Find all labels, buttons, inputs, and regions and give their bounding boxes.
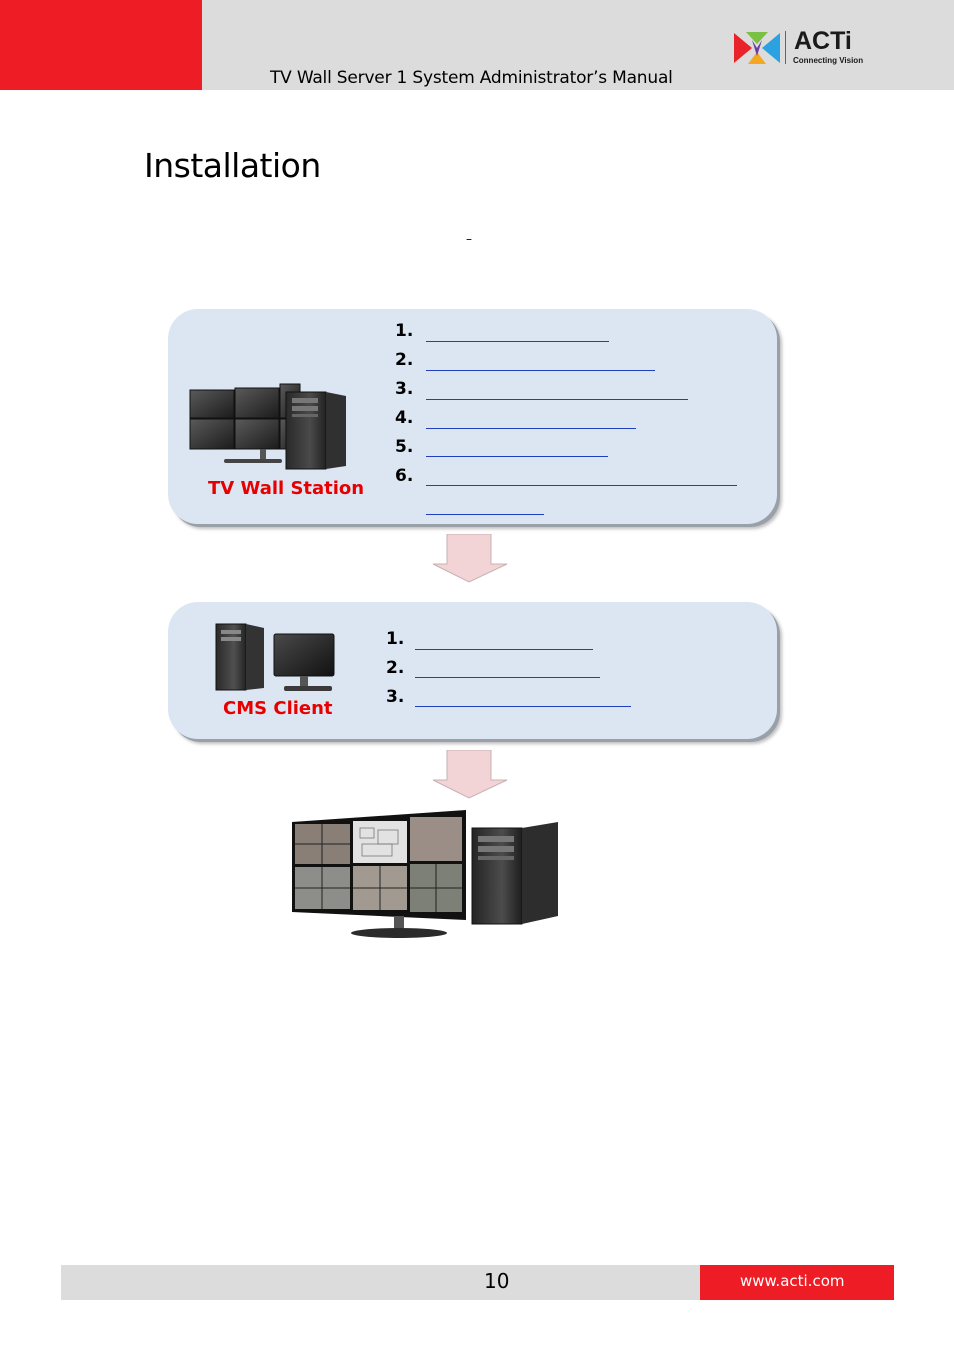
station-step-4-number: 4. — [395, 408, 414, 428]
station-step-3-number: 3. — [395, 379, 414, 399]
tv-wall-station-label: TV Wall Station — [208, 478, 365, 499]
station-step-2-link[interactable] — [426, 370, 655, 371]
page-number: 10 — [484, 1269, 510, 1293]
cms-client-image — [215, 623, 335, 691]
station-step-6-number: 6. — [395, 466, 414, 486]
client-step-1-link[interactable] — [415, 649, 593, 650]
tv-wall-result-image — [292, 810, 558, 938]
acti-logo-icon — [734, 32, 780, 64]
header-red-block — [0, 0, 202, 90]
brand-tagline: Connecting Vision — [793, 56, 864, 65]
client-step-2-link[interactable] — [415, 677, 600, 678]
client-step-3-number: 3. — [386, 687, 405, 707]
manual-title: TV Wall Server 1 System Administrator’s … — [270, 68, 673, 88]
dash-mark: – — [466, 232, 472, 246]
flow-arrow-down-icon — [432, 750, 508, 799]
station-step-6-link[interactable] — [426, 485, 737, 486]
footer-red-block — [700, 1265, 894, 1300]
brand-name: ACTi — [794, 27, 852, 55]
page-title: Installation — [144, 146, 321, 185]
client-step-2-number: 2. — [386, 658, 405, 678]
logo-divider — [785, 31, 786, 64]
station-step-6-link-continued[interactable] — [426, 514, 544, 515]
station-step-1-number: 1. — [395, 321, 414, 341]
client-step-3-link[interactable] — [415, 706, 631, 707]
station-step-4-link[interactable] — [426, 428, 636, 429]
station-step-3-link[interactable] — [426, 399, 688, 400]
station-step-2-number: 2. — [395, 350, 414, 370]
client-step-1-number: 1. — [386, 629, 405, 649]
cms-client-panel — [168, 602, 777, 739]
station-step-5-number: 5. — [395, 437, 414, 457]
station-step-1-link[interactable] — [426, 341, 609, 342]
flow-arrow-down-icon — [432, 534, 508, 583]
cms-client-label: CMS Client — [223, 698, 333, 719]
website-link[interactable]: www.acti.com — [740, 1272, 845, 1290]
tv-wall-station-image — [189, 383, 346, 470]
footer-bar — [61, 1265, 700, 1300]
station-step-5-link[interactable] — [426, 456, 608, 457]
